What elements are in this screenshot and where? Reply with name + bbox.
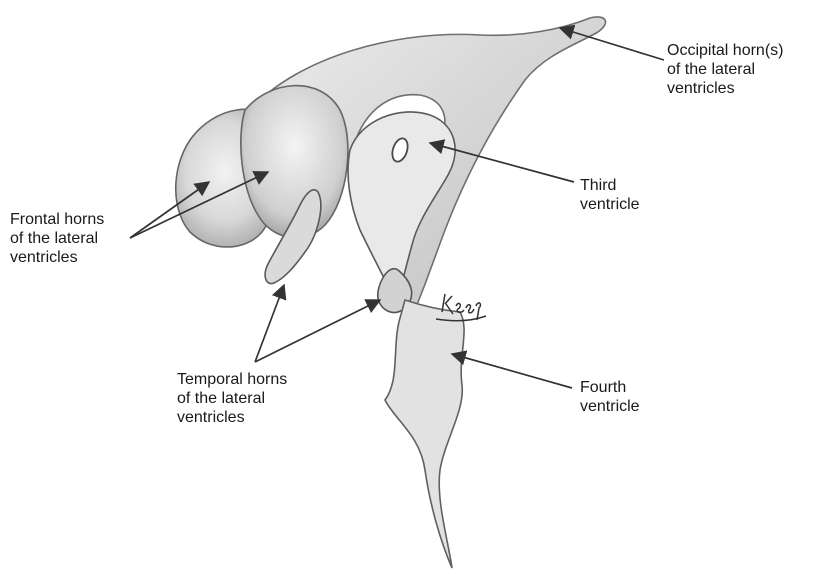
label-temporal-line-3: ventricles [177, 408, 287, 427]
label-temporal-line-2: of the lateral [177, 389, 287, 408]
arrow-temporal-right [255, 300, 380, 362]
label-third-ventricle: Third ventricle [580, 176, 640, 214]
label-fourth-line-2: ventricle [580, 397, 640, 416]
label-frontal-line-1: Frontal horns [10, 210, 104, 229]
label-occipital-horns: Occipital horn(s) of the lateral ventric… [667, 41, 783, 98]
label-frontal-line-3: ventricles [10, 248, 104, 267]
fourth-ventricle [385, 300, 464, 568]
label-temporal-horns: Temporal horns of the lateral ventricles [177, 370, 287, 427]
arrow-fourth [452, 354, 572, 388]
label-fourth-ventricle: Fourth ventricle [580, 378, 640, 416]
label-fourth-line-1: Fourth [580, 378, 640, 397]
label-occipital-line-2: of the lateral [667, 60, 783, 79]
label-temporal-line-1: Temporal horns [177, 370, 287, 389]
label-frontal-line-2: of the lateral [10, 229, 104, 248]
label-third-line-2: ventricle [580, 195, 640, 214]
label-occipital-line-1: Occipital horn(s) [667, 41, 783, 60]
label-frontal-horns: Frontal horns of the lateral ventricles [10, 210, 104, 267]
label-third-line-1: Third [580, 176, 640, 195]
label-occipital-line-3: ventricles [667, 79, 783, 98]
